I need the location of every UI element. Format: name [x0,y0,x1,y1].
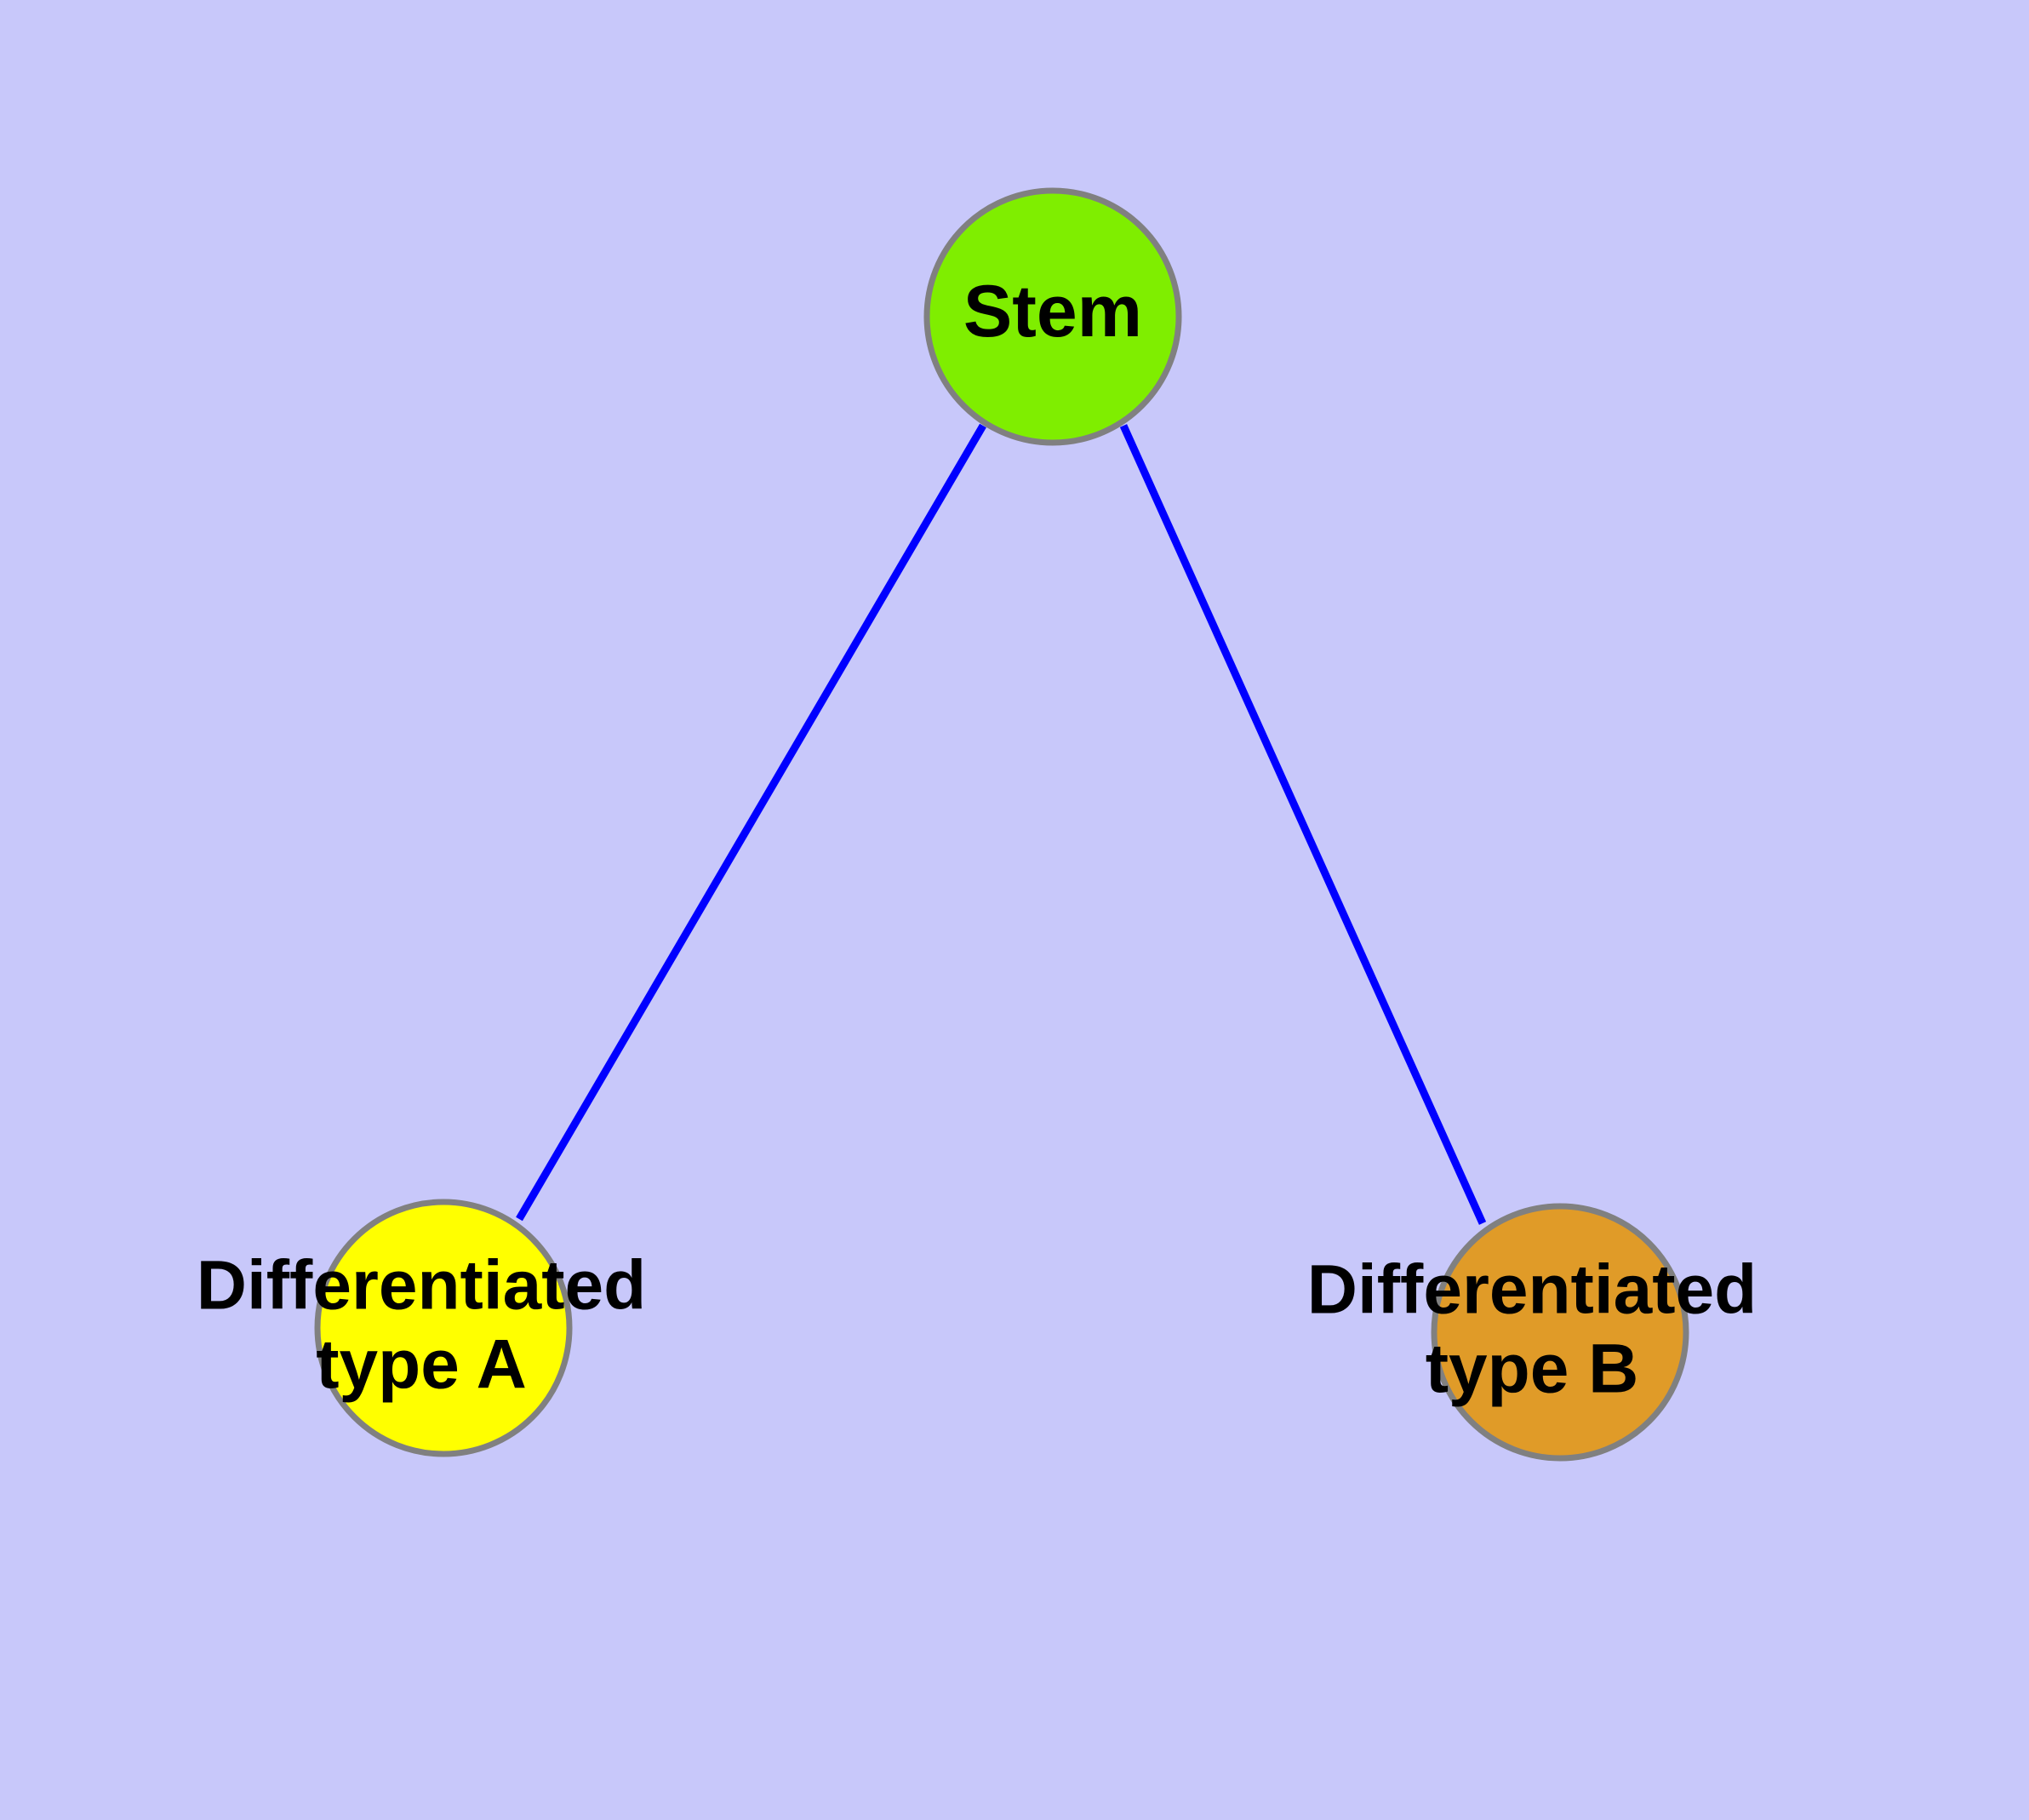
edge-stem-to-differentiated-type-a[interactable] [516,423,986,1222]
node-stem-circle[interactable] [923,187,1182,446]
node-label-line: Stem [963,271,1142,352]
node-label-line: type B [1426,1330,1639,1407]
node-stem[interactable]: Stem [923,187,1182,446]
edge-stem-to-differentiated-type-b[interactable] [1119,424,1487,1225]
node-label-line: type A [316,1325,527,1403]
node-stem-label: Stem [963,271,1142,352]
node-differentiated-type-a-circle[interactable] [314,1199,573,1457]
edge-layer [516,423,1487,1225]
node-label-line: Differentiated [1307,1251,1758,1328]
node-label-line: Differentiated [197,1246,647,1324]
node-differentiated-type-b-circle[interactable] [1431,1203,1689,1462]
